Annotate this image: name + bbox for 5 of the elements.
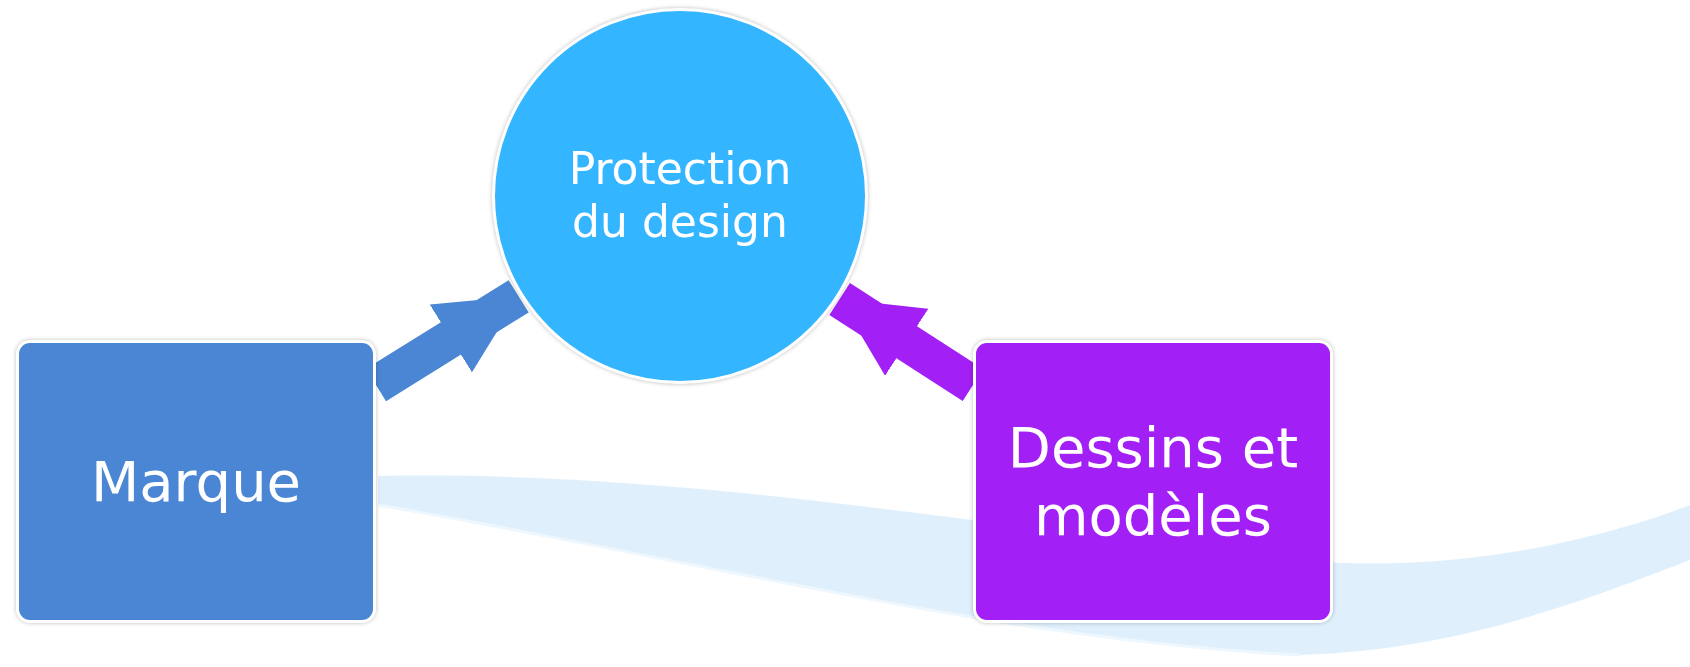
category-box: [16, 340, 376, 623]
node-label: Dessins et modèles: [1006, 414, 1300, 549]
node-label: Marque: [89, 447, 303, 516]
category-box: [973, 340, 1333, 623]
node-label: Protection du design: [567, 143, 793, 249]
